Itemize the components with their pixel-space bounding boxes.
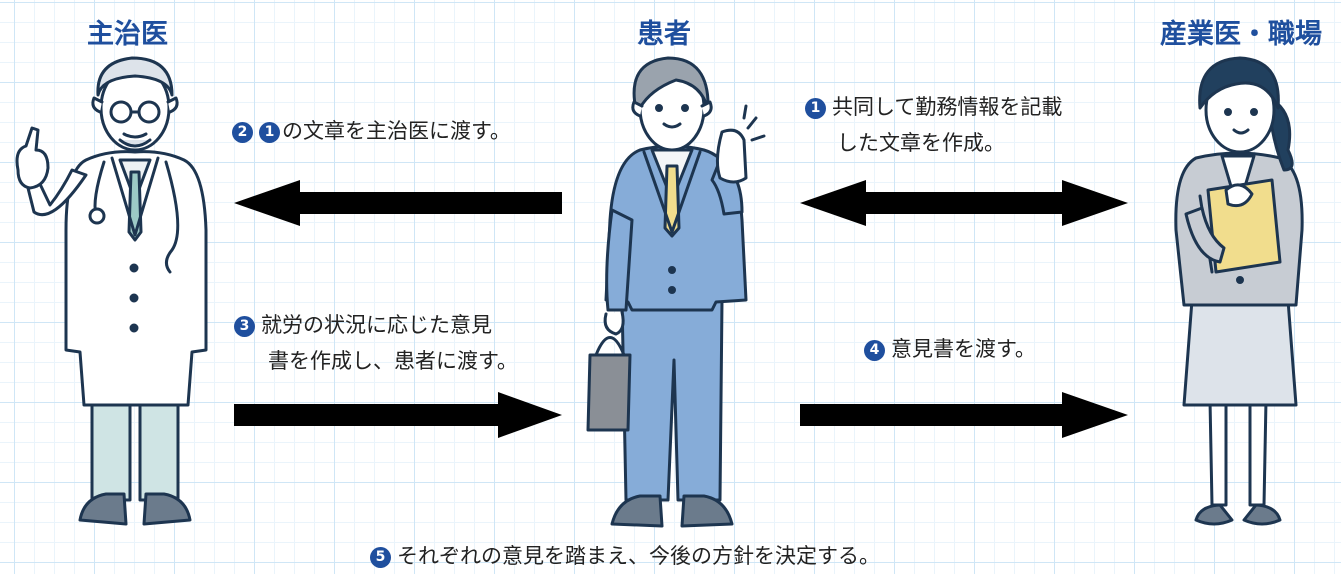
step-4-label: 意見書を渡す。 <box>891 337 1036 361</box>
step-1-line2: した文章を作成。 <box>837 131 1005 155</box>
patient-illustration <box>586 56 766 528</box>
doctor-title: 主治医 <box>87 19 168 50</box>
step-number-badge: 5 <box>370 547 391 568</box>
arrow-patient-to-doctor <box>234 180 562 226</box>
step-2-label: の文章を主治医に渡す。 <box>282 119 511 143</box>
arrow-patient-to-workplace <box>800 392 1128 438</box>
step-number-badge: 3 <box>234 316 255 337</box>
workplace-illustration <box>1174 56 1304 526</box>
step-3-line1: 就労の状況に応じた意見 <box>261 313 492 337</box>
workplace-title: 産業医・職場 <box>1160 19 1322 50</box>
arrow-patient-workplace-double <box>800 180 1128 226</box>
step-number-badge: 2 <box>232 122 253 143</box>
step-number-badge: 1 <box>805 98 826 119</box>
patient-title: 患者 <box>637 19 691 50</box>
step-1-text: 1 共同して勤務情報を記載 した文章を作成。 <box>805 89 1062 161</box>
step-ref-badge: 1 <box>259 122 280 143</box>
step-5-label: それぞれの意見を踏まえ、今後の方針を決定する。 <box>397 544 880 568</box>
step-number-badge: 4 <box>864 340 885 361</box>
doctor-illustration <box>15 56 208 526</box>
step-5-text: 5 それぞれの意見を踏まえ、今後の方針を決定する。 <box>370 538 880 574</box>
arrow-doctor-to-patient <box>234 392 562 438</box>
step-3-text: 3 就労の状況に応じた意見 書を作成し、患者に渡す。 <box>234 307 518 379</box>
step-3-line2: 書を作成し、患者に渡す。 <box>268 349 518 373</box>
step-4-text: 4 意見書を渡す。 <box>864 331 1036 367</box>
step-1-line1: 共同して勤務情報を記載 <box>832 95 1063 119</box>
